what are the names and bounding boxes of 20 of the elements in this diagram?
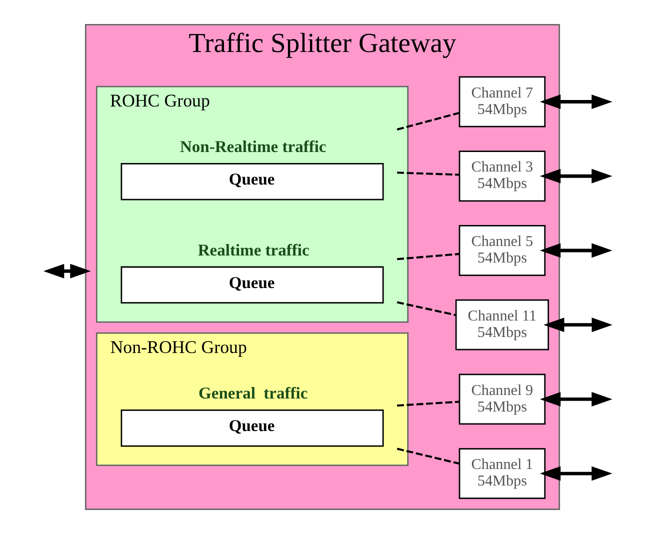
connector bbox=[396, 448, 460, 465]
node-box: Channel 5 54Mbps bbox=[458, 225, 546, 276]
node-box: Channel 11 54Mbps bbox=[454, 299, 549, 350]
arrow bbox=[539, 466, 612, 481]
connector bbox=[396, 172, 459, 176]
node-box: Channel 9 54Mbps bbox=[458, 374, 546, 425]
node-label: Realtime traffic bbox=[197, 240, 309, 260]
connector bbox=[396, 400, 460, 407]
arrow bbox=[539, 168, 612, 184]
node-box: Channel 7 54Mbps bbox=[458, 76, 546, 128]
arrow bbox=[539, 243, 612, 258]
node-box: Channel 3 54Mbps bbox=[458, 150, 546, 202]
arrow bbox=[539, 392, 612, 406]
arrow bbox=[42, 264, 90, 278]
node-label: General traffic bbox=[198, 384, 308, 403]
arrow bbox=[543, 318, 612, 332]
arrow bbox=[539, 94, 612, 109]
connector bbox=[396, 252, 460, 260]
node-label: Non-Realtime traffic bbox=[179, 137, 326, 156]
node-box: Channel 1 54Mbps bbox=[458, 448, 546, 500]
